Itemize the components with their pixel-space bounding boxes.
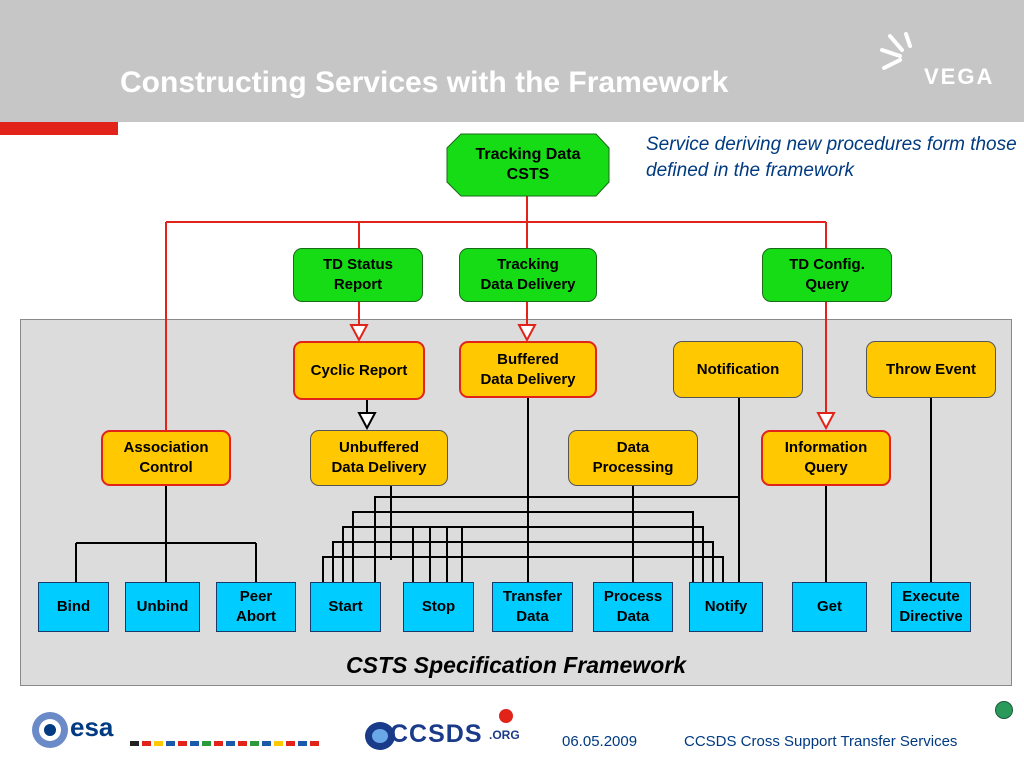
procedure-notification: Notification [673,341,803,398]
esa-wordmark: esa [70,712,114,742]
header-bar [0,0,1024,122]
accent-strip [0,122,118,135]
vega-logo-icon [880,32,912,70]
procedure-td-status-report: TD Status Report [293,248,423,302]
operation-get: Get [792,582,867,632]
operation-start: Start [310,582,381,632]
procedure-td-config-query: TD Config. Query [762,248,892,302]
operation-stop: Stop [403,582,474,632]
framework-label: CSTS Specification Framework [346,652,686,678]
footer-text: CCSDS Cross Support Transfer Services [684,733,958,750]
vega-wordmark: VEGA [924,64,995,89]
operation-execute-directive: Execute Directive [891,582,971,632]
operation-bind: Bind [38,582,109,632]
procedure-cyclic-report: Cyclic Report [293,341,425,400]
status-dot [995,701,1013,719]
procedure-association-control: Association Control [101,430,231,486]
service-tracking-data-csts: Tracking Data CSTS [475,146,581,183]
ccsds-org-suffix: .ORG [489,728,520,742]
ccsds-wordmark: CCSDS [390,720,483,748]
procedure-unbuffered-data-delivery: Unbuffered Data Delivery [310,430,448,486]
esa-logo-icon [32,712,319,748]
operation-unbind: Unbind [125,582,200,632]
footer-date: 06.05.2009 [562,733,638,750]
procedure-tracking-data-delivery: Tracking Data Delivery [459,248,597,302]
procedure-buffered-data-delivery: Buffered Data Delivery [459,341,597,398]
procedure-throw-event: Throw Event [866,341,996,398]
slide-title: Constructing Services with the Framework [120,66,729,99]
procedure-data-processing: Data Processing [568,430,698,486]
operation-peer-abort: Peer Abort [216,582,296,632]
operation-process-data: Process Data [593,582,673,632]
ccsds-logo-icon [365,709,513,750]
operation-notify: Notify [689,582,763,632]
slide-subtitle: Service deriving new procedures form tho… [646,134,1017,181]
procedure-information-query: Information Query [761,430,891,486]
operation-transfer-data: Transfer Data [492,582,573,632]
